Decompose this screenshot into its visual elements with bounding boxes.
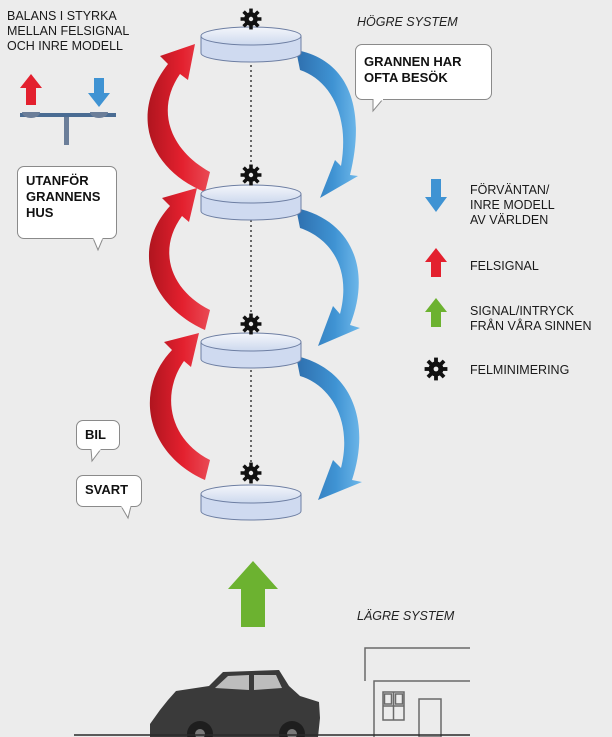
expectation-arrow-1 <box>296 50 358 198</box>
error-signal-arrow-2 <box>148 188 210 330</box>
car-icon <box>150 670 320 737</box>
legend-error-signal-label: FELSIGNAL <box>470 259 539 273</box>
legend-error-signal-icon <box>425 248 447 277</box>
bubble-tail <box>90 449 102 463</box>
balance-scale-icon <box>20 74 116 145</box>
house-icon <box>364 647 470 737</box>
higher-system-label: HÖGRE SYSTEM <box>357 15 458 29</box>
bubble-tail <box>92 238 104 252</box>
error-signal-arrow-icon <box>20 74 42 105</box>
bubble-black: SVART <box>76 475 142 507</box>
error-signal-arrow-3 <box>149 333 210 480</box>
bubble-outside-house: UTANFÖR GRANNENS HUS <box>17 166 117 239</box>
balance-caption: BALANS I STYRKA MELLAN FELSIGNAL OCH INR… <box>7 9 130 53</box>
disc-level-3 <box>200 184 302 221</box>
disc-level-1 <box>200 484 302 521</box>
legend-error-minimization-label: FELMINIMERING <box>470 363 570 377</box>
bubble-tail <box>372 99 384 113</box>
legend-expectation-icon <box>425 179 447 212</box>
legend-sense-signal-label: SIGNAL/INTRYCK FRÅN VÅRA SINNEN <box>470 304 592 333</box>
expectation-arrow-icon <box>88 78 110 107</box>
bubble-tail <box>120 506 132 520</box>
gear-icon <box>240 462 262 484</box>
legend-expectation-label: FÖRVÄNTAN/ INRE MODELL AV VÄRLDEN <box>470 183 555 227</box>
lower-system-label: LÄGRE SYSTEM <box>357 609 455 623</box>
gear-icon <box>240 164 262 186</box>
gear-icon <box>240 8 262 30</box>
disc-level-2 <box>200 332 302 369</box>
sense-signal-arrow <box>228 561 278 627</box>
legend-gear-icon <box>424 357 448 381</box>
bubble-car: BIL <box>76 420 120 450</box>
error-signal-arrow-1 <box>147 44 210 192</box>
disc-level-4 <box>200 26 302 63</box>
gear-icon <box>240 313 262 335</box>
legend-sense-signal-icon <box>425 298 447 327</box>
expectation-arrow-2 <box>296 208 360 346</box>
bubble-neighbor-visits: GRANNEN HAR OFTA BESÖK <box>355 44 492 100</box>
expectation-arrow-3 <box>296 356 362 500</box>
